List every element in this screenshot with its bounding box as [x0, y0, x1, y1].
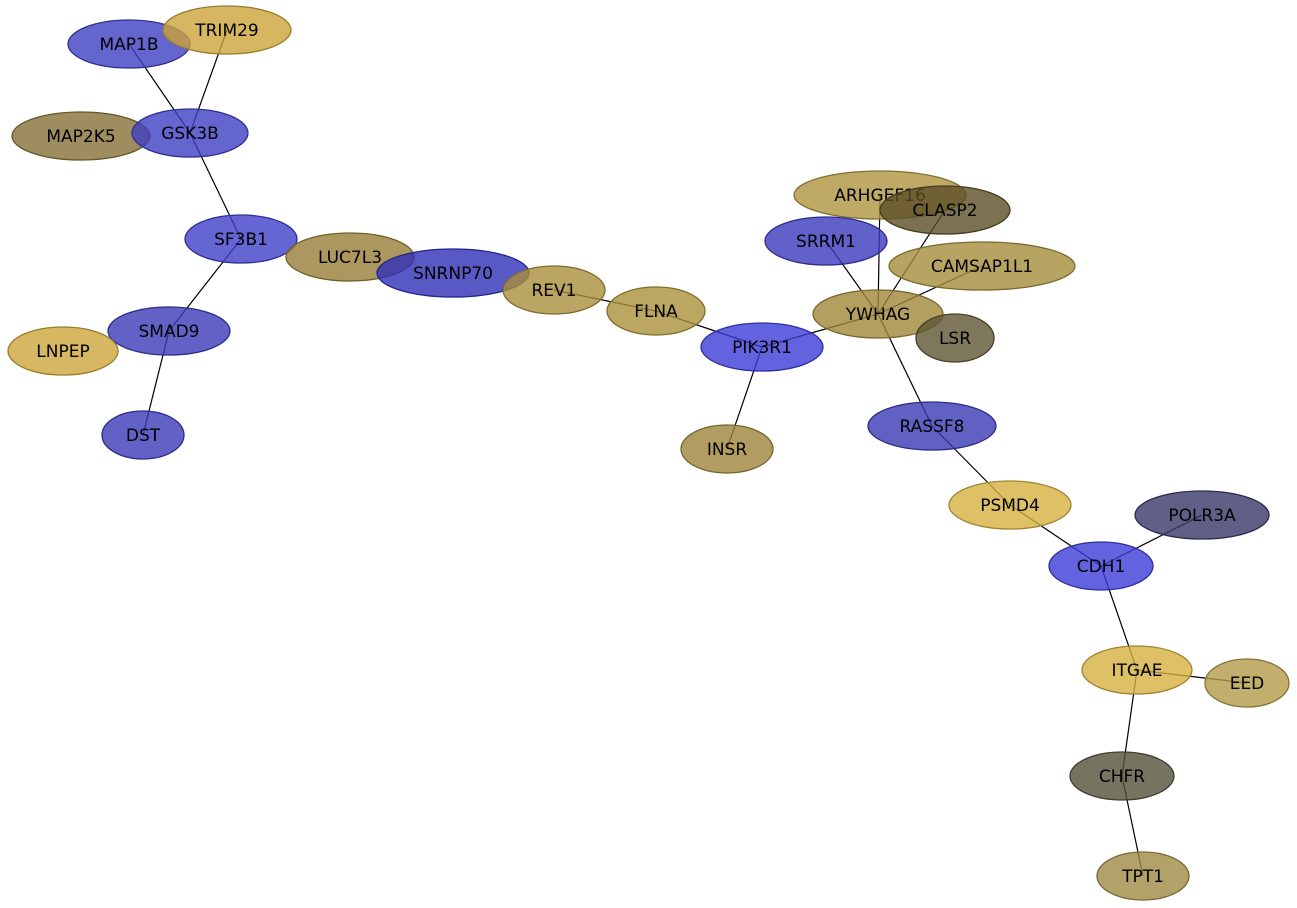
- node-ellipse: [680, 424, 774, 474]
- node-ellipse: [107, 306, 231, 356]
- node-ellipse: [131, 108, 249, 158]
- node-label: INSR: [707, 440, 748, 460]
- node-ellipse: [879, 185, 1011, 235]
- node-label: LSR: [939, 329, 971, 349]
- node-label: LNPEP: [36, 342, 89, 362]
- node-label: POLR3A: [1168, 506, 1236, 526]
- node-polr3a[interactable]: POLR3A: [1134, 490, 1270, 540]
- node-ellipse: [888, 241, 1076, 291]
- node-label: EED: [1230, 674, 1265, 694]
- node-ellipse: [1096, 851, 1190, 901]
- node-smad9[interactable]: SMAD9: [107, 306, 231, 356]
- node-ellipse: [1134, 490, 1270, 540]
- node-label: YWHAG: [845, 305, 910, 325]
- node-label: PIK3R1: [732, 338, 792, 358]
- node-eed[interactable]: EED: [1204, 658, 1290, 708]
- node-ywhag[interactable]: YWHAG: [812, 289, 944, 339]
- node-ellipse: [101, 410, 185, 460]
- node-ellipse: [7, 326, 119, 376]
- node-label: ITGAE: [1112, 661, 1163, 681]
- node-cdh1[interactable]: CDH1: [1048, 541, 1154, 591]
- node-map1b[interactable]: MAP1B: [67, 19, 191, 69]
- node-lnpep[interactable]: LNPEP: [7, 326, 119, 376]
- node-label: MAP2K5: [46, 127, 115, 147]
- node-ellipse: [162, 5, 292, 55]
- node-label: CAMSAP1L1: [931, 257, 1033, 277]
- node-lsr[interactable]: LSR: [915, 313, 995, 363]
- node-ellipse: [764, 216, 888, 266]
- node-label: SF3B1: [214, 230, 268, 250]
- node-camsap1l1[interactable]: CAMSAP1L1: [888, 241, 1076, 291]
- node-label: SRRM1: [796, 232, 856, 252]
- node-ellipse: [606, 286, 706, 336]
- node-label: SMAD9: [139, 322, 200, 342]
- node-ellipse: [1204, 658, 1290, 708]
- node-trim29[interactable]: TRIM29: [162, 5, 292, 55]
- node-tpt1[interactable]: TPT1: [1096, 851, 1190, 901]
- node-snrnp70[interactable]: SNRNP70: [376, 248, 530, 298]
- node-label: CDH1: [1077, 557, 1126, 577]
- node-map2k5[interactable]: MAP2K5: [11, 111, 151, 161]
- node-ellipse: [700, 322, 824, 372]
- node-label: TPT1: [1121, 867, 1164, 887]
- node-insr[interactable]: INSR: [680, 424, 774, 474]
- node-psmd4[interactable]: PSMD4: [948, 480, 1072, 530]
- node-label: CHFR: [1099, 767, 1145, 787]
- node-label: SNRNP70: [413, 264, 493, 284]
- node-ellipse: [502, 265, 606, 315]
- node-ellipse: [1069, 751, 1175, 801]
- node-ellipse: [1048, 541, 1154, 591]
- node-chfr[interactable]: CHFR: [1069, 751, 1175, 801]
- node-flna[interactable]: FLNA: [606, 286, 706, 336]
- node-dst[interactable]: DST: [101, 410, 185, 460]
- node-label: RASSF8: [900, 417, 965, 437]
- node-pik3r1[interactable]: PIK3R1: [700, 322, 824, 372]
- node-rev1[interactable]: REV1: [502, 265, 606, 315]
- node-ellipse: [915, 313, 995, 363]
- node-sf3b1[interactable]: SF3B1: [184, 214, 298, 264]
- node-itgae[interactable]: ITGAE: [1081, 645, 1193, 695]
- node-label: GSK3B: [161, 124, 219, 144]
- node-ellipse: [948, 480, 1072, 530]
- node-label: TRIM29: [194, 21, 259, 41]
- node-label: FLNA: [634, 302, 678, 322]
- node-ellipse: [812, 289, 944, 339]
- node-label: MAP1B: [99, 35, 158, 55]
- node-label: DST: [126, 426, 161, 446]
- node-rassf8[interactable]: RASSF8: [867, 401, 997, 451]
- node-label: REV1: [532, 281, 577, 301]
- node-ellipse: [867, 401, 997, 451]
- node-ellipse: [184, 214, 298, 264]
- node-ellipse: [1081, 645, 1193, 695]
- node-label: CLASP2: [912, 201, 977, 221]
- node-srrm1[interactable]: SRRM1: [764, 216, 888, 266]
- node-label: PSMD4: [980, 496, 1040, 516]
- node-gsk3b[interactable]: GSK3B: [131, 108, 249, 158]
- node-clasp2[interactable]: CLASP2: [879, 185, 1011, 235]
- node-label: LUC7L3: [318, 248, 382, 268]
